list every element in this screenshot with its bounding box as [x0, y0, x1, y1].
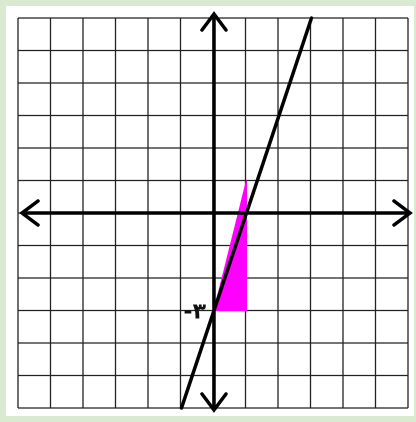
- axes: [19, 11, 413, 413]
- y-intercept-label: -٣: [183, 300, 206, 325]
- x-axis-left-arrow: [19, 199, 40, 227]
- linear-function-line: [179, 16, 314, 410]
- y-axis-up-arrow: [200, 11, 228, 32]
- x-axis-right-arrow: [392, 199, 413, 227]
- y-axis-down-arrow: [200, 392, 228, 413]
